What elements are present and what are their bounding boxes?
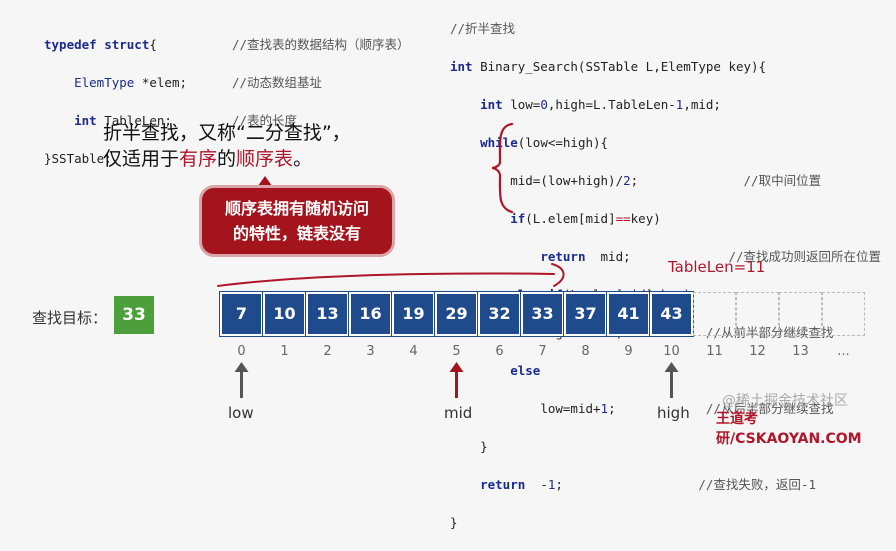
array-cell-empty [736, 292, 779, 336]
array-cell: 33 [520, 291, 565, 337]
code-line: int low=0,high=L.TableLen-1,mid; [480, 97, 721, 112]
array-index: 6 [495, 344, 504, 359]
pointer-low-arrow [234, 362, 249, 398]
array-cell: 32 [477, 291, 522, 337]
array-cell: 19 [391, 291, 436, 337]
array-cell: 13 [305, 291, 350, 337]
red-brace-annotation [491, 122, 514, 214]
array-index: 2 [323, 344, 332, 359]
struct-comments: //查找表的数据结构（顺序表） //动态数组基址 //表的长度 [232, 16, 410, 149]
array-index: 11 [706, 344, 723, 359]
array-index: 7 [538, 344, 547, 359]
code-line: while(low<=high){ [480, 135, 609, 150]
array-index: 3 [366, 344, 375, 359]
array-index: 10 [663, 344, 680, 359]
array-cell: 7 [219, 291, 264, 337]
binary-search-code-block: //折半查找 int Binary_Search(SSTable L,ElemT… [450, 0, 881, 551]
array-index: 5 [452, 344, 461, 359]
code-line: typedef struct{ [44, 37, 157, 52]
pointer-low-label: low [228, 404, 254, 422]
code-line: else [510, 363, 541, 378]
code-line: }SSTable; [44, 151, 112, 166]
array-cell: 29 [434, 291, 479, 337]
code-comment: //查找表的数据结构（顺序表） [232, 37, 410, 52]
pointer-mid-arrow [449, 362, 464, 398]
pointer-mid-label: mid [444, 404, 473, 422]
array-index: 13 [792, 344, 809, 359]
array-index: 9 [624, 344, 633, 359]
code-line: return mid; //查找成功则返回所在位置 [540, 249, 882, 264]
array-index: 12 [749, 344, 766, 359]
code-line: int TableLen; [74, 113, 172, 128]
array-cell-empty [779, 292, 822, 336]
array-cell: 10 [262, 291, 307, 337]
array-cell-empty [693, 292, 736, 336]
code-line: return -1; //查找失败，返回-1 [480, 477, 816, 492]
search-target-label: 查找目标： [32, 309, 108, 327]
array-cell: 43 [649, 291, 694, 337]
struct-code-block: typedef struct{ ElemType *elem; int Tabl… [44, 16, 187, 187]
code-line: int Binary_Search(SSTable L,ElemType key… [450, 59, 767, 74]
code-comment: //折半查找 [450, 21, 516, 36]
pointer-high-label: high [657, 404, 690, 422]
array-index: 8 [581, 344, 590, 359]
array-cell: 41 [606, 291, 651, 337]
code-comment: //表的长度 [232, 113, 298, 128]
array-index: 1 [280, 344, 289, 359]
array-index: 0 [237, 344, 246, 359]
pointer-high-arrow [664, 362, 679, 398]
array-index: 4 [409, 344, 418, 359]
tablelen-label: TableLen=11 [668, 258, 766, 276]
code-line: ElemType *elem; [74, 75, 188, 90]
array-cell: 37 [563, 291, 608, 337]
description-text: 折半查找，又称“二分查找”， 仅适用于有序的顺序表。 [103, 122, 351, 170]
search-target-value: 33 [114, 296, 154, 334]
callout-bubble: 顺序表拥有随机访问 的特性，链表没有 [202, 188, 392, 254]
array-cell-empty [822, 292, 865, 336]
callout-pointer [255, 176, 275, 190]
array-index: ... [837, 344, 850, 359]
watermark-wangdao: 王道考研/CSKAOYAN.COM [716, 411, 862, 447]
watermark-juejin: @稀土掘金技术社区 [722, 393, 848, 409]
code-line: } [450, 515, 458, 530]
tablelen-arrow [217, 263, 565, 287]
code-comment: //动态数组基址 [232, 75, 323, 90]
pointer-arrows [234, 362, 679, 398]
code-line: if(L.elem[mid]==key) [510, 211, 661, 226]
code-line: low=mid+1; //从后半部分继续查找 [540, 401, 834, 416]
array-cell: 16 [348, 291, 393, 337]
code-line: mid=(low+high)/2; //取中间位置 [510, 173, 822, 188]
